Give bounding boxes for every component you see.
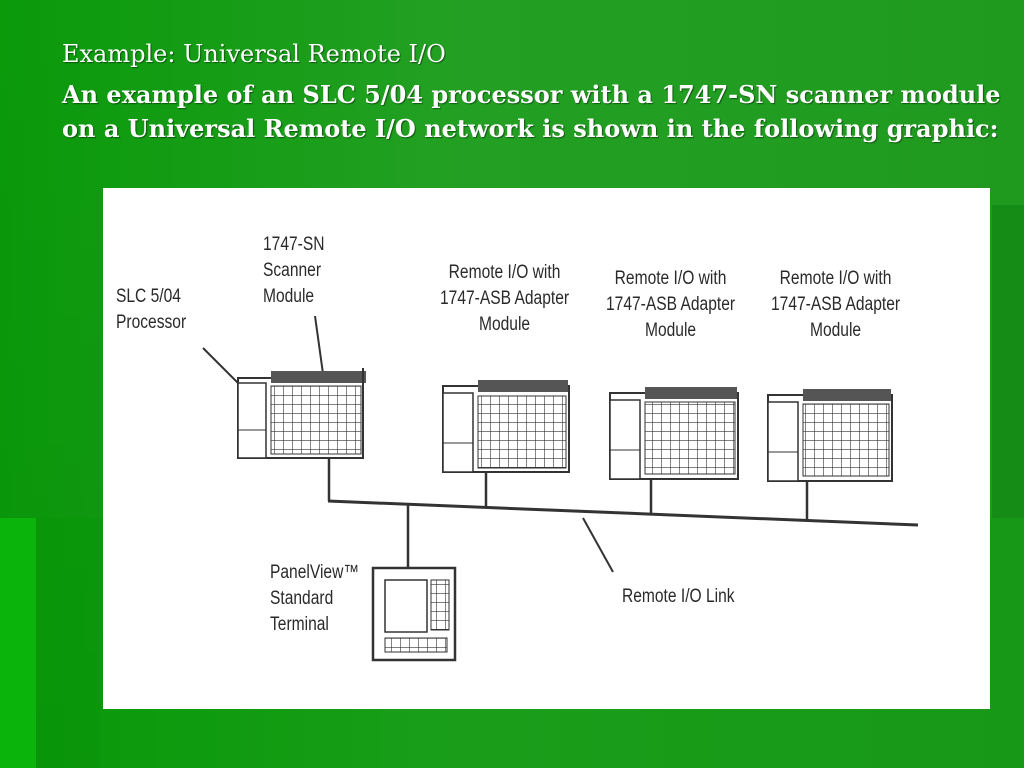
label-adapter-3: Remote I/O with 1747-ASB Adapter Module (771, 268, 901, 341)
slide-body: An example of an SLC 5/04 processor with… (62, 78, 1002, 146)
label-remote-io-link: Remote I/O Link (622, 586, 735, 607)
remote-io-link-line (327, 499, 919, 527)
background-band-lower-left (0, 518, 36, 768)
diagram-graphics (202, 315, 919, 662)
panelview-terminal (371, 566, 457, 662)
rack-adapter-1 (442, 380, 570, 473)
label-panelview: PanelView™ Standard Terminal (270, 562, 359, 635)
rack-processor-scanner (237, 368, 366, 459)
slide-title: Example: Universal Remote I/O (62, 40, 446, 68)
label-adapter-1: Remote I/O with 1747-ASB Adapter Module (440, 262, 570, 335)
rack-adapter-3 (767, 389, 893, 482)
body-line-1: An example of an SLC 5/04 processor with… (62, 80, 1001, 109)
body-line-2: on a Universal Remote I/O network is sho… (62, 114, 999, 143)
label-scanner: 1747-SN Scanner Module (263, 234, 325, 307)
background-band-right (992, 205, 1024, 518)
label-adapter-2: Remote I/O with 1747-ASB Adapter Module (606, 268, 736, 341)
leader-link (582, 517, 614, 573)
network-diagram: SLC 5/04 Processor 1747-SN Scanner Modul… (103, 188, 990, 709)
rack-adapter-2 (609, 387, 739, 480)
label-processor: SLC 5/04 Processor (116, 286, 187, 333)
